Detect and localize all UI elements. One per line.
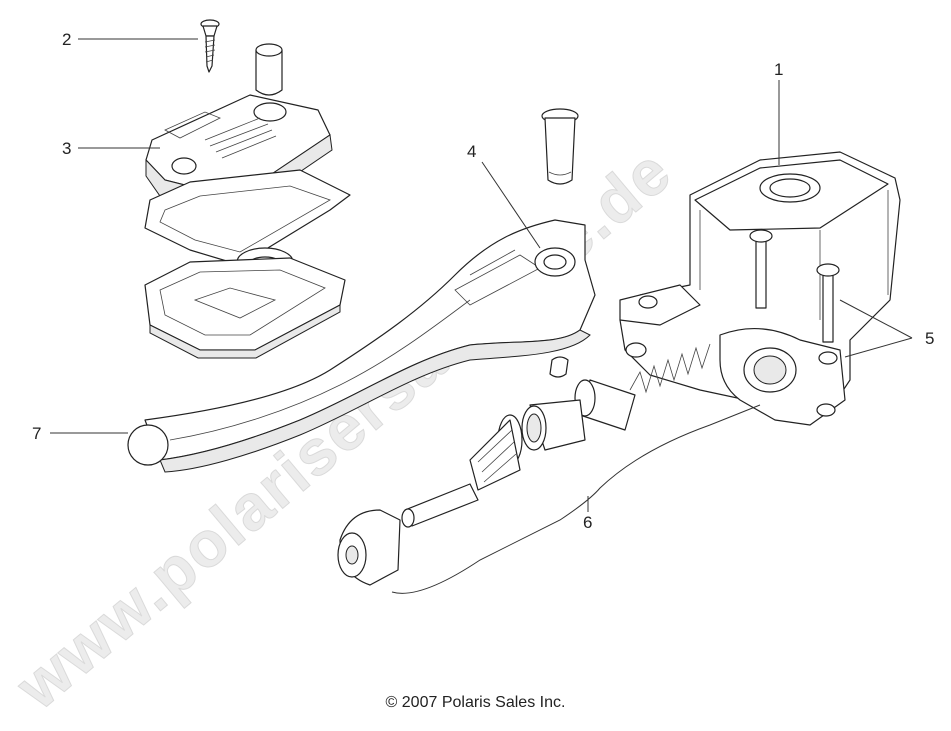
callout-5: 5 [925, 329, 934, 348]
callout-3: 3 [62, 139, 71, 158]
callout-4: 4 [467, 142, 476, 161]
leader-lines [50, 38, 913, 512]
pivot-pin-part [541, 108, 579, 185]
master-cylinder-part [619, 151, 901, 426]
callout-2: 2 [62, 30, 71, 49]
clip-part [549, 356, 569, 378]
reservoir-cap-part [144, 43, 351, 359]
brake-lever-part [127, 219, 596, 473]
copyright-text: © 2007 Polaris Sales Inc. [385, 694, 566, 711]
screw-part [200, 19, 220, 73]
callout-6: 6 [583, 513, 592, 532]
callout-7: 7 [32, 424, 41, 443]
piston-kit-part [337, 343, 761, 594]
callout-1: 1 [774, 60, 783, 79]
